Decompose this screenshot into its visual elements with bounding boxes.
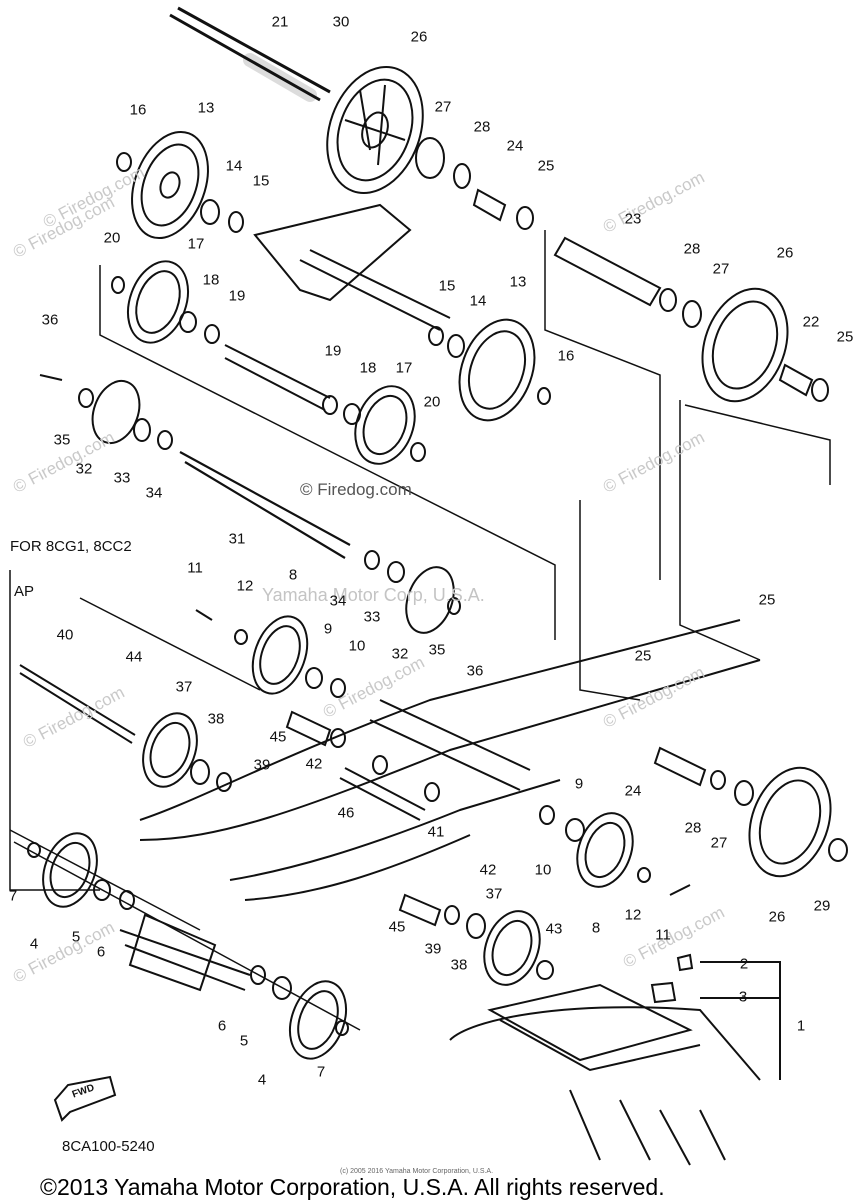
callout-label: 20 — [423, 393, 441, 411]
callout-label: 32 — [75, 460, 93, 478]
callout-label: 24 — [624, 782, 642, 800]
callout-label: 18 — [359, 359, 377, 377]
callout-label: 32 — [391, 645, 409, 663]
callout-label: 28 — [683, 240, 701, 258]
callout-label: 43 — [545, 920, 563, 938]
callout-label: 6 — [217, 1017, 227, 1035]
callout-label: 9 — [574, 775, 584, 793]
small-print: (c) 2005 2016 Yamaha Motor Corporation, … — [340, 1168, 494, 1175]
callout-label: 28 — [473, 118, 491, 136]
callout-label: 7 — [8, 887, 18, 905]
callout-label: 3 — [738, 988, 748, 1006]
callout-label: 23 — [624, 210, 642, 228]
callout-label: 35 — [53, 431, 71, 449]
callout-label: 7 — [316, 1063, 326, 1081]
callout-label: 26 — [768, 908, 786, 926]
callout-label: 45 — [388, 918, 406, 936]
callout-label: 14 — [469, 292, 487, 310]
callout-label: 2 — [739, 955, 749, 973]
callout-label: 15 — [438, 277, 456, 295]
callout-label: 13 — [509, 273, 527, 291]
callout-label: 33 — [113, 469, 131, 487]
callout-label: 38 — [450, 956, 468, 974]
callout-label: 9 — [323, 620, 333, 638]
callout-label: 11 — [187, 559, 203, 577]
callout-label: 5 — [239, 1032, 249, 1050]
callout-label: 39 — [253, 756, 271, 774]
callout-label: 28 — [684, 819, 702, 837]
callout-label: 24 — [506, 137, 524, 155]
callout-label: 40 — [56, 626, 74, 644]
callout-label: 17 — [395, 359, 413, 377]
model-note: FOR 8CG1, 8CC2 — [10, 538, 132, 555]
callout-label: 19 — [324, 342, 342, 360]
callout-label: 1 — [796, 1017, 806, 1035]
callout-label: 41 — [427, 823, 445, 841]
callout-label: 25 — [537, 157, 555, 175]
callout-label: 8 — [288, 566, 298, 584]
callout-label: 26 — [410, 28, 428, 46]
callout-label: 16 — [557, 347, 575, 365]
callout-label: 27 — [710, 834, 728, 852]
watermark-yamaha: Yamaha Motor Corp, U.S.A. — [262, 585, 485, 605]
callout-label: 22 — [802, 313, 820, 331]
callout-label: 13 — [197, 99, 215, 117]
callout-label: 18 — [202, 271, 220, 289]
callout-label: 6 — [96, 943, 106, 961]
callout-label: 21 — [271, 13, 289, 31]
callout-label: 34 — [329, 592, 347, 610]
callout-label: 37 — [485, 885, 503, 903]
callout-label: 45 — [269, 728, 287, 746]
callout-label: 34 — [145, 484, 163, 502]
callout-label: 39 — [424, 940, 442, 958]
callout-label: 20 — [103, 229, 121, 247]
callout-label: 30 — [332, 13, 350, 31]
callout-label: 25 — [758, 591, 776, 609]
callout-label: 36 — [466, 662, 484, 680]
callout-label: 12 — [624, 906, 642, 924]
callout-label: 38 — [207, 710, 225, 728]
callout-label: 17 — [187, 235, 205, 253]
callout-label: 31 — [228, 530, 246, 548]
copyright-notice: ©2013 Yamaha Motor Corporation, U.S.A. A… — [40, 1174, 665, 1200]
callout-label: 46 — [337, 804, 355, 822]
callout-label: 4 — [29, 935, 39, 953]
callout-label: 37 — [175, 678, 193, 696]
callout-label: 29 — [813, 897, 831, 915]
model-note-ap: AP — [14, 583, 35, 600]
callout-label: 42 — [479, 861, 497, 879]
callout-label: 15 — [252, 172, 270, 190]
callout-label: 33 — [363, 608, 381, 626]
callout-label: 11 — [655, 926, 671, 944]
callout-label: 8 — [591, 919, 601, 937]
callout-label: 16 — [129, 101, 147, 119]
callout-label: 42 — [305, 755, 323, 773]
callout-label: 25 — [634, 647, 652, 665]
diagram-part-code: 8CA100-5240 — [62, 1138, 155, 1155]
callout-label: 25 — [836, 328, 854, 346]
watermark: © Firedog.com — [300, 480, 412, 499]
callout-label: 5 — [71, 928, 81, 946]
callout-label: 26 — [776, 244, 794, 262]
callout-label: 19 — [228, 287, 246, 305]
callout-label: 12 — [236, 577, 254, 595]
callout-label: 14 — [225, 157, 243, 175]
callout-label: 44 — [125, 648, 143, 666]
callout-label: 4 — [257, 1071, 267, 1089]
callout-label: 27 — [712, 260, 730, 278]
callout-label: 27 — [434, 98, 452, 116]
callout-label: 36 — [41, 311, 59, 329]
callout-label: 35 — [428, 641, 446, 659]
callout-label: 10 — [534, 861, 552, 879]
callout-label: 10 — [348, 637, 366, 655]
